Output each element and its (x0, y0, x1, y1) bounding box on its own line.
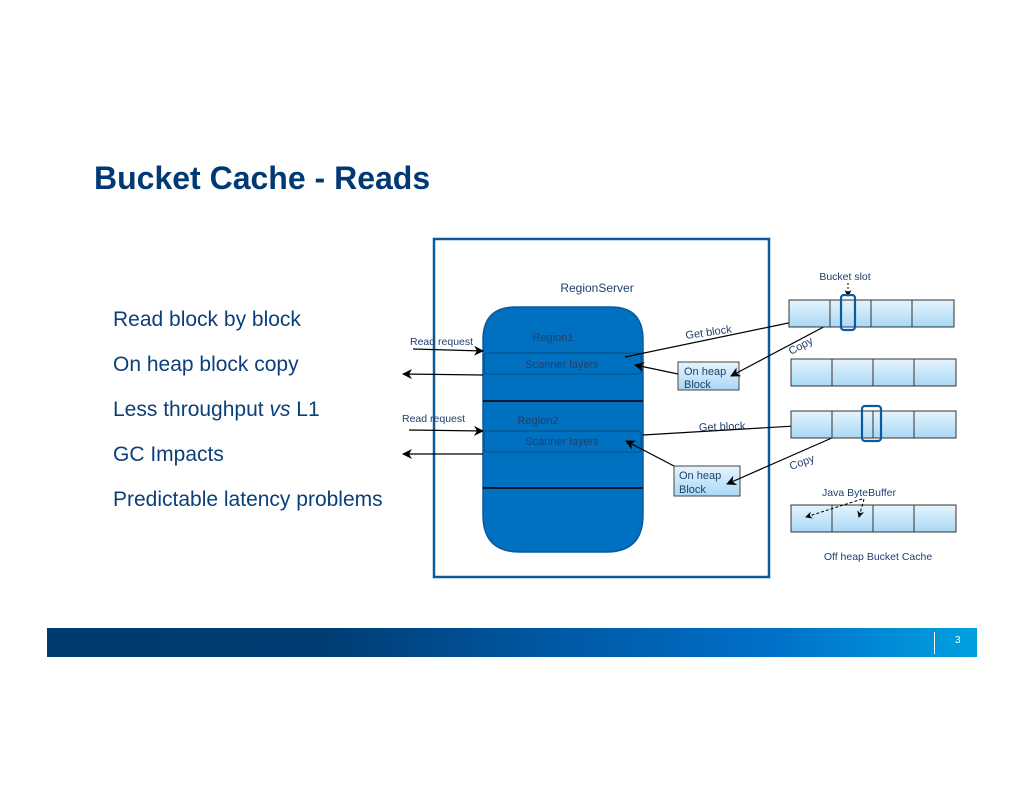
bytebuffer-pointer-2 (857, 498, 865, 518)
bullet-item: Less throughput vs L1 (113, 396, 383, 441)
bullet-item: Read block by block (113, 308, 301, 331)
on-heap-label-1b: Block (684, 379, 711, 391)
region-server-label: RegionServer (560, 281, 633, 295)
bucket-cell (872, 504, 915, 533)
bucket-cell (831, 358, 874, 387)
bucket-slot-highlight (860, 404, 883, 443)
bucket-row-2 (790, 358, 957, 387)
on-heap-label-2: On heap (679, 470, 721, 482)
bullet-item: On heap block copy (113, 353, 299, 376)
slide-title: Bucket Cache - Reads (94, 160, 431, 196)
response-arrow-1 (402, 369, 484, 380)
scanner-layers-label-2: Scanner layers (525, 436, 599, 448)
bucket-row-3 (790, 404, 957, 443)
bucket-cell (790, 410, 833, 439)
bullet-text: L1 (290, 398, 320, 421)
on-heap-to-scanner-arrow-1 (634, 361, 679, 375)
footer-separator (934, 632, 935, 654)
region2-label: Region2 (518, 415, 559, 427)
bucket-slot-label: Bucket slot (819, 271, 870, 283)
java-bytebuffer-label: Java ByteBuffer (822, 487, 896, 499)
bucket-cell (870, 299, 913, 328)
footer-bar (47, 628, 977, 657)
bullet-text: Less throughput (113, 398, 270, 421)
bucket-slot-highlight (839, 293, 857, 332)
region1-label: Region1 (533, 332, 574, 344)
bucket-cell (790, 504, 833, 533)
bucket-row-4 (790, 504, 957, 533)
on-heap-label-2b: Block (679, 484, 706, 496)
bucket-cell (829, 299, 872, 328)
read-request-arrow-1 (412, 345, 484, 356)
bucket-cell (913, 410, 957, 439)
bullet-item: GC Impacts (113, 443, 224, 466)
bucket-cell (872, 358, 915, 387)
read-request-label-2: Read request (402, 413, 465, 425)
bullet-emphasis: vs (269, 398, 291, 421)
page-number: 3 (955, 635, 961, 646)
bucket-cell (913, 504, 957, 533)
read-request-arrow-2 (408, 425, 484, 436)
on-heap-label-1: On heap (684, 366, 726, 378)
bucket-row-1 (788, 293, 955, 332)
get-block-label-2: Get block (699, 420, 746, 434)
bullet-item: Predictable latency problems (113, 488, 383, 511)
scanner-layers-box-2 (483, 430, 642, 453)
scanner-layers-label-1: Scanner layers (525, 359, 599, 371)
bucket-cell (788, 299, 831, 328)
read-request-label-1: Read request (410, 336, 473, 348)
off-heap-bucket-cache-label: Off heap Bucket Cache (824, 551, 933, 563)
bucket-cell (831, 410, 874, 439)
bucket-cell (872, 410, 915, 439)
on-heap-to-scanner-arrow-2 (625, 440, 675, 467)
bucket-cell (831, 504, 874, 533)
bucket-cell (790, 358, 833, 387)
bucket-cell (911, 299, 955, 328)
bucket-cell (913, 358, 957, 387)
bullet-list: Read block by block On heap block copy L… (113, 306, 383, 531)
